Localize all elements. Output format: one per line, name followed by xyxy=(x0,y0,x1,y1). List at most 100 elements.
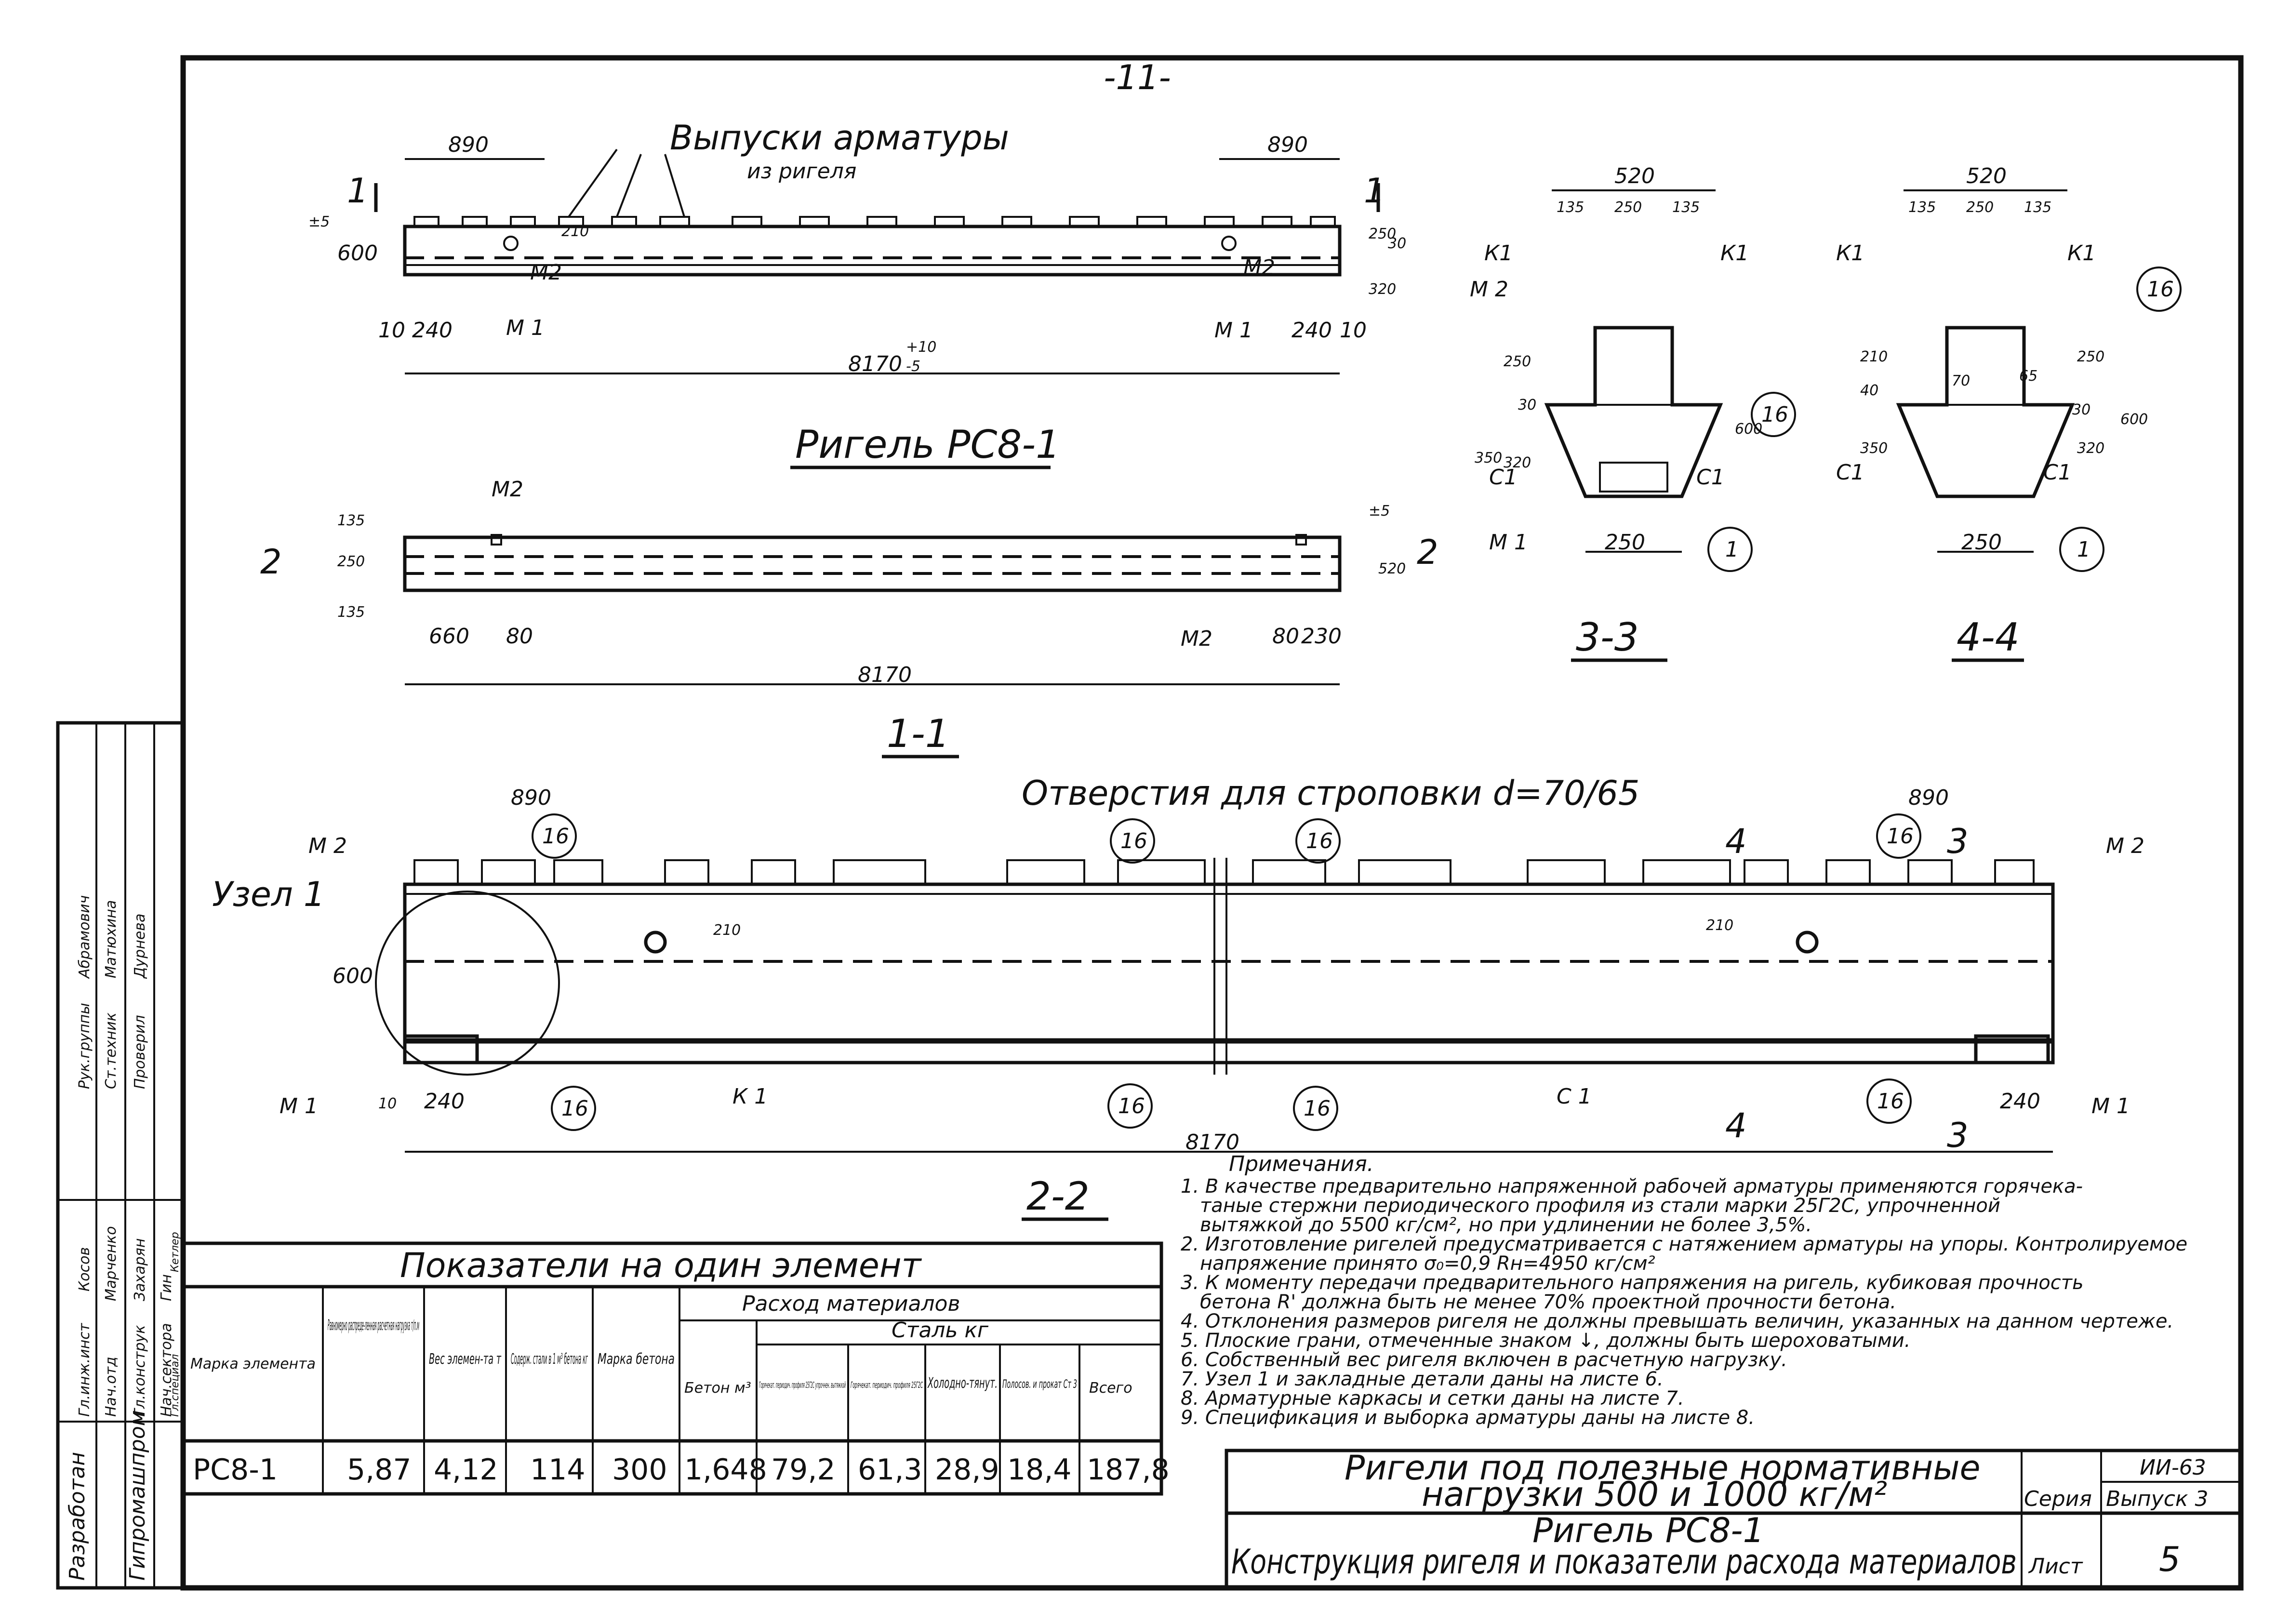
th-steel: Сталь кг xyxy=(892,1318,989,1343)
note-line-12: 8. Арматурные каркасы и сетки даны на ли… xyxy=(1181,1387,1684,1410)
note-line-6: 3. К моменту передачи предварительного н… xyxy=(1181,1272,2084,1294)
th-mark: Марка элемента xyxy=(190,1356,316,1372)
node-label: Узел 1 xyxy=(212,875,325,914)
side-r3-name: Гин xyxy=(158,1274,175,1301)
side-r3-role: Нач.сектора xyxy=(158,1323,175,1417)
s22-m2-left: М 2 xyxy=(308,834,347,858)
stamp-vypusk: Выпуск 3 xyxy=(2106,1487,2208,1511)
side-signature-block: Разработан Гипромашпром Гл.инж.инст Косо… xyxy=(56,721,185,1590)
side-r2-role: Гл.конструк xyxy=(132,1325,148,1417)
td-s5: 187,8 xyxy=(1087,1453,1170,1487)
s33-30: 30 xyxy=(1518,397,1536,413)
plan-pm5: ±5 xyxy=(1369,503,1390,519)
dim-10-left: 10 xyxy=(378,318,405,343)
plan-80-right: 80 xyxy=(1272,624,1299,649)
plan-cut-2-left: 2 xyxy=(260,542,282,582)
m1-left: М 1 xyxy=(506,316,545,340)
s33-mark-1: 1 xyxy=(1725,537,1739,562)
note-line-5: напряжение принято σ₀=0,9 Rн=4950 кг/см² xyxy=(1200,1252,1655,1275)
side-r5-role: Рук.группы xyxy=(76,1003,93,1089)
table-title: Показатели на один элемент xyxy=(400,1246,922,1285)
stamp-list-label: Лист xyxy=(2028,1554,2083,1579)
th-s5: Всего xyxy=(1089,1380,1132,1397)
notes-heading: Примечания. xyxy=(1229,1152,1374,1176)
materials-table: Показатели на один элемент Марка элемент… xyxy=(181,1241,1170,1496)
beam-elevation xyxy=(403,225,1342,277)
stamp-list-value: 5 xyxy=(2159,1540,2181,1579)
td-steel-per-m3: 114 xyxy=(530,1453,586,1487)
side-r2-name: Захарян xyxy=(132,1238,148,1301)
td-s3: 28,9 xyxy=(935,1453,999,1487)
tol-minus: -5 xyxy=(906,358,920,375)
s22-600: 600 xyxy=(333,964,373,988)
s22-240-left: 240 xyxy=(424,1089,465,1114)
dim-30: 30 xyxy=(1388,235,1406,252)
s44-250-b: 250 xyxy=(1961,530,2002,555)
side-r4-role: Гл.специал xyxy=(169,1354,181,1417)
cut-1-right: 1 xyxy=(1364,171,1385,211)
elevation-view: 890 890 8170 +10 -5 600 10 240 240 10 21… xyxy=(308,118,1406,376)
s44-210: 210 xyxy=(1860,348,1888,365)
cut-4-top: 4 xyxy=(1725,822,1747,861)
s44-350: 350 xyxy=(1860,440,1888,457)
side-r7-role: Проверил xyxy=(132,1015,148,1089)
dim-10-right: 10 xyxy=(1340,318,1367,343)
note-line-2: таные стержни периодического профиля из … xyxy=(1200,1195,2000,1217)
note-line-9: 5. Плоские грани, отмеченные знаком ↓, д… xyxy=(1181,1330,1910,1352)
stamp-seria-value: ИИ-63 xyxy=(2140,1455,2206,1480)
td-s2: 61,3 xyxy=(858,1453,922,1487)
plan-m2-right: М2 xyxy=(1181,626,1212,651)
side-r5-name: Абрамович xyxy=(76,895,93,979)
th-steel-per-m3: Содерж. стали в 1 м³ бетона кг xyxy=(511,1351,588,1368)
dim-8170-elev: 8170 xyxy=(848,352,902,376)
th-materials: Расход материалов xyxy=(742,1291,960,1316)
stamp-sheet-title-2: Конструкция ригеля и показатели расхода … xyxy=(1231,1542,2017,1582)
beam-2-2 xyxy=(403,882,2055,1065)
plan-m2-top: М2 xyxy=(492,477,523,502)
side-r4-name: Кетлер xyxy=(169,1232,181,1272)
s33-c1-l: С1 xyxy=(1489,465,1518,490)
s44-65: 65 xyxy=(2019,368,2037,385)
note-line-4: 2. Изготовление ригелей предусматриваетс… xyxy=(1181,1233,2187,1255)
section-3-3-view: 520 135 250 135 К1 К1 М 2 250 30 350 320… xyxy=(1470,164,1796,572)
plan-520: 520 xyxy=(1378,560,1406,577)
dim-320: 320 xyxy=(1369,281,1396,298)
s33-m2: М 2 xyxy=(1470,277,1508,302)
dim-240-left: 240 xyxy=(412,318,453,343)
note-line-11: 7. Узел 1 и закладные детали даны на лис… xyxy=(1181,1368,1664,1390)
main-title: Ригель РС8-1 xyxy=(795,422,1060,467)
side-r6-name: Матюхина xyxy=(103,900,120,978)
td-s1: 79,2 xyxy=(771,1453,836,1487)
stamp-sheet-title-1: Ригель РС8-1 xyxy=(1532,1511,1764,1550)
note-line-1: 1. В качестве предварительно напряженной… xyxy=(1181,1175,2083,1198)
s44-520: 520 xyxy=(1966,164,2007,188)
plan-250: 250 xyxy=(337,553,365,570)
dim-240-right: 240 xyxy=(1292,318,1332,343)
s44-135-l: 135 xyxy=(1908,199,1936,216)
title-3-3: 3-3 xyxy=(1576,615,1639,660)
s33-320: 320 xyxy=(1504,454,1531,471)
cut-1-left: 1 xyxy=(347,171,369,211)
s44-mark-1: 1 xyxy=(2077,537,2091,562)
mark-16-c: 16 xyxy=(1306,829,1333,853)
s44-320: 320 xyxy=(2077,440,2104,457)
side-r6-role: Ст.техник xyxy=(103,1012,120,1089)
th-weight: Вес элемен-та т xyxy=(429,1351,502,1368)
s22-890-left: 890 xyxy=(511,785,551,810)
stamp-title-1: Ригели под полезные нормативные xyxy=(1345,1448,1981,1488)
section-4-4-view: 520 135 250 135 К1 К1 210 40 70 65 250 6… xyxy=(1836,164,2182,572)
plan-230: 230 xyxy=(1301,624,1342,649)
mark-16-b: 16 xyxy=(1120,829,1147,853)
side-r7-name: Дурнева xyxy=(132,914,148,979)
th-s3: Холодно-тянут. xyxy=(927,1375,998,1392)
mark-16-d: 16 xyxy=(1887,824,1914,849)
mark-16-a: 16 xyxy=(542,824,569,849)
title-2-2: 2-2 xyxy=(1026,1174,1090,1219)
s44-mark-16: 16 xyxy=(2147,277,2174,302)
s33-k1-l: К1 xyxy=(1484,241,1513,266)
s44-k1-l: К1 xyxy=(1836,241,1864,266)
s22-c1: С 1 xyxy=(1557,1084,1592,1109)
plan-135-bot: 135 xyxy=(337,604,365,621)
s22-210-right: 210 xyxy=(1706,917,1733,934)
